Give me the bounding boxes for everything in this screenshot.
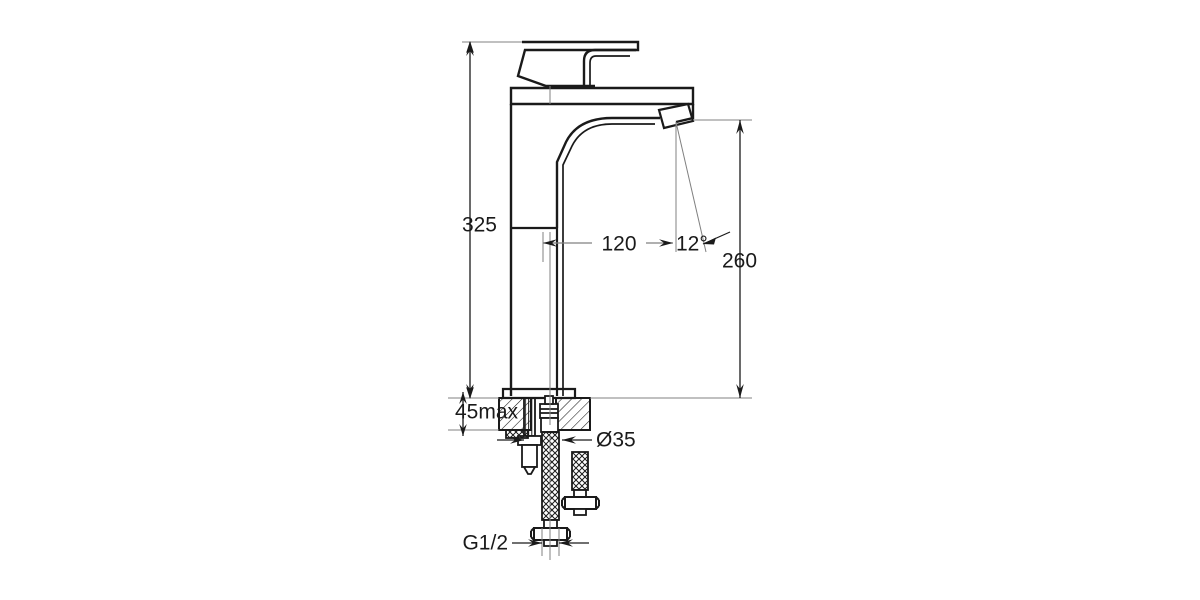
dimension-label-mounting-hole: Ø35 bbox=[596, 429, 636, 452]
dimension-supply-thread: G1/2 bbox=[462, 528, 589, 556]
dimension-spout-height: 260 bbox=[722, 120, 757, 398]
body-column bbox=[509, 104, 564, 396]
dimension-spout-reach: 120 bbox=[542, 232, 673, 262]
dimension-max-deck-thickness: 45max bbox=[455, 392, 519, 436]
dimension-label-spout-reach: 120 bbox=[601, 233, 636, 256]
aerator-outlet bbox=[657, 102, 695, 130]
dimension-label-supply-thread: G1/2 bbox=[462, 532, 508, 555]
dimension-overall-height: 325 bbox=[462, 41, 497, 399]
dimension-mounting-hole: Ø35 bbox=[497, 429, 636, 452]
supply-hose-short bbox=[561, 451, 600, 516]
dimension-label-max-deck-thickness: 45max bbox=[455, 401, 519, 424]
dimension-label-overall-height: 325 bbox=[462, 214, 497, 237]
dimension-aerator-angle: 12° bbox=[675, 121, 731, 256]
lever-handle bbox=[516, 40, 640, 88]
mounting-hardware bbox=[505, 395, 559, 475]
dimension-label-aerator-angle: 12° bbox=[676, 233, 708, 256]
dimension-label-spout-height: 260 bbox=[722, 250, 757, 273]
